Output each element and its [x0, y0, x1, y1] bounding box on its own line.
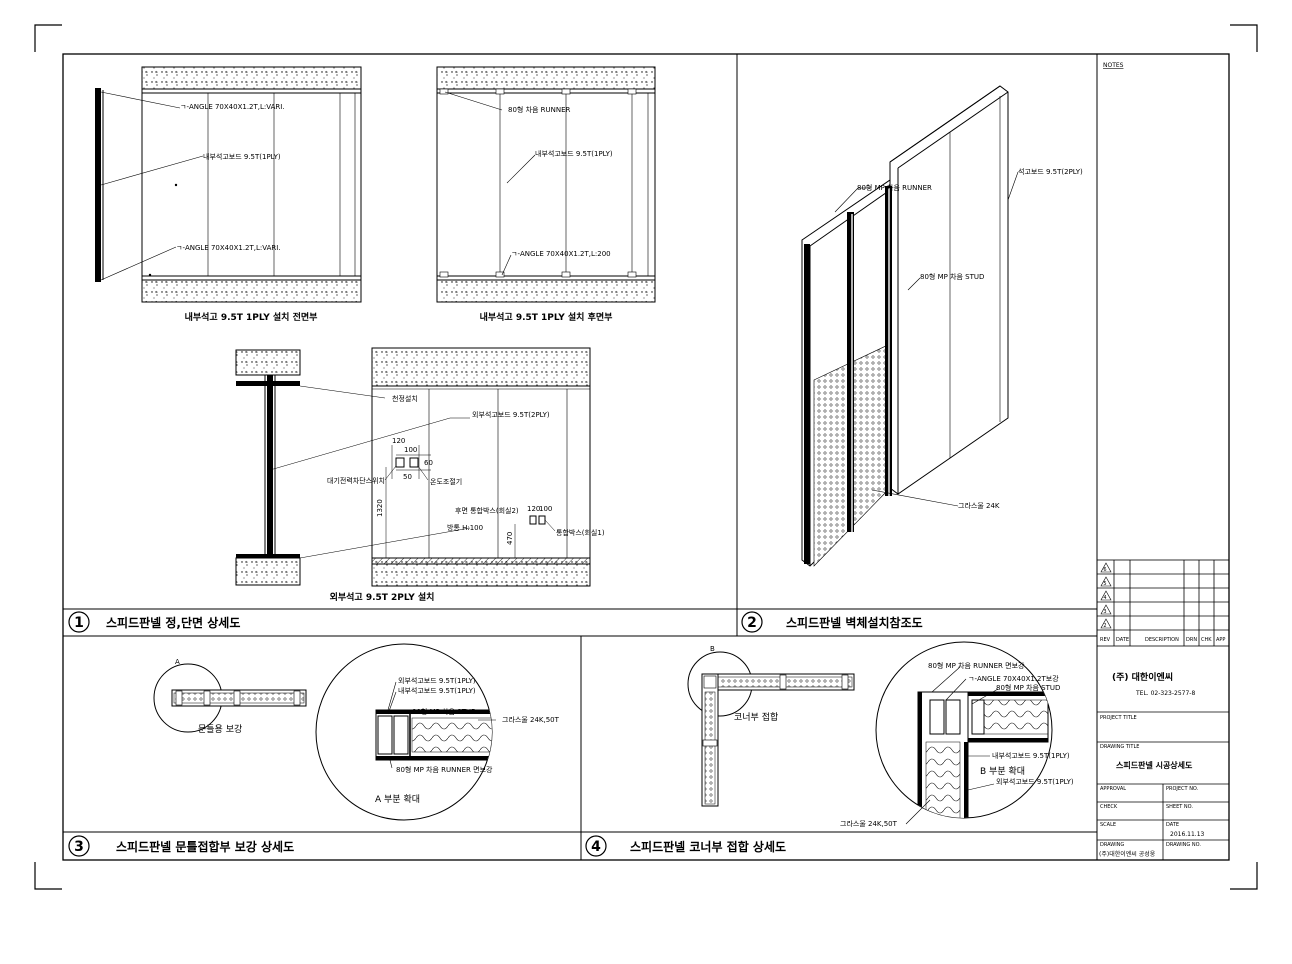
b-enlarge-label: B 부분 확대	[980, 765, 1025, 777]
rev-header-rev: REV	[1100, 637, 1111, 643]
panel2-number: 2	[747, 615, 757, 631]
title-block: NOTES 6 5	[1096, 62, 1230, 860]
rev-mark-3: 3	[1103, 609, 1106, 615]
panel4-number: 4	[591, 839, 601, 855]
panel1-number: 1	[74, 615, 84, 631]
corner-label: 코너부 접합	[734, 711, 778, 723]
baseboard-label: 방통 H:100	[447, 523, 483, 532]
iso-stud-label: 80형 MP 차음 STUD	[920, 272, 984, 281]
iso-glasswool-label: 그라스울 24K	[958, 501, 1000, 510]
project-no-label: PROJECT NO.	[1166, 786, 1199, 792]
panel2-title-bar: 2 스피드판넬 벽체설치참조도	[741, 611, 923, 633]
company-name: (주) 대한이엔씨	[1112, 671, 1173, 683]
b-stud-label: 80형 MP 차음 STUD	[996, 683, 1060, 692]
a-runner-label: 80형 MP 차음 RUNNER 면보강	[396, 765, 493, 774]
panel3-title: 스피드판넬 문틀접합부 보강 상세도	[116, 839, 294, 854]
panel4-title: 스피드판넬 코너부 접합 상세도	[630, 839, 786, 854]
back-runner-label: 80형 차음 RUNNER	[508, 105, 571, 114]
panel4-detail: B 코너부 접합	[687, 641, 1074, 828]
sensor-label: 대기전력차단스위치	[327, 476, 385, 485]
rear-box-label: 후면 통합박스(회실2)	[455, 506, 519, 515]
drawing-title: 스피드판넬 시공상세도	[1116, 760, 1193, 770]
back-caption: 내부석고 9.5T 1PLY 설치 후면부	[480, 311, 613, 323]
panel2-isometric: 80형 MP 차음 RUNNER 석고보드 9.5T(2PLY) 80형 MP …	[801, 85, 1083, 567]
a-int-board-label: 내부석고보드 9.5T(1PLY)	[398, 686, 476, 695]
ceiling-label: 천정설치	[392, 394, 418, 403]
back-board-label: 내부석고보드 9.5T(1PLY)	[535, 149, 613, 158]
notes-label: NOTES	[1103, 62, 1124, 69]
panel1-title: 스피드판넬 정,단면 상세도	[106, 615, 240, 630]
a-stud-label: 80형 MP 차음 STUD	[412, 707, 476, 716]
rev-header-drn: DRN	[1186, 637, 1197, 643]
b-ext-board-label: 외부석고보드 9.5T(1PLY)	[996, 777, 1074, 786]
project-title-label: PROJECT TITLE	[1100, 715, 1137, 721]
rev-mark-4: 4	[1103, 595, 1106, 601]
crop-marks	[34, 24, 1258, 890]
reinforce-label: 문틀용 보강	[198, 724, 242, 735]
sheet-frame	[62, 53, 1230, 861]
panel3-number: 3	[74, 839, 84, 855]
dim-100b: 100	[539, 505, 552, 513]
company-tel: TEL. 02-323-2577-8	[1135, 690, 1195, 697]
dim-60: 60	[424, 459, 433, 467]
date-label: DATE	[1166, 822, 1179, 828]
back-angle-label: ㄱ-ANGLE 70X40X1.2T,L:200	[511, 250, 611, 258]
scale-label: SCALE	[1100, 822, 1116, 828]
dim-120b: 120	[527, 505, 540, 513]
panel1-title-bar: 1 스피드판넬 정,단면 상세도	[68, 611, 240, 633]
a-glasswool-label: 그라스울 24K,50T	[502, 715, 560, 724]
b-runner-label: 80형 MP 차음 RUNNER 면보강	[928, 661, 1025, 670]
box-label: 통합박스(회실1)	[556, 528, 605, 537]
iso-board-label: 석고보드 9.5T(2PLY)	[1018, 167, 1083, 176]
drawing-no-label: DRAWING NO.	[1166, 842, 1201, 848]
panel1-section: 천정설치 외부석고보드 9.5T(2PLY) 대기전력차단스위치 온도조절기 후…	[235, 347, 605, 603]
b-int-board-label: 내부석고보드 9.5T(1PLY)	[992, 751, 1070, 760]
dim-50: 50	[403, 473, 412, 481]
panel1-back-elevation: 80형 차음 RUNNER 내부석고보드 9.5T(1PLY) ㄱ-ANGLE …	[436, 66, 656, 323]
panel3-title-bar: 3 스피드판넬 문틀접합부 보강 상세도	[68, 835, 294, 857]
a-enlarge-label: A 부분 확대	[375, 793, 420, 805]
front-angle-bottom-label: ㄱ-ANGLE 70X40X1.2T,L:VARI.	[176, 244, 281, 252]
rev-mark-2: 2	[1103, 623, 1106, 629]
panel3-detail: A 문틀용 보강 외부석고보드 9.5T	[153, 643, 560, 821]
drawn-by: (주)대한이엔씨 공성웅	[1099, 850, 1156, 858]
section-board-label: 외부석고보드 9.5T(2PLY)	[472, 410, 550, 419]
dim-470: 470	[506, 532, 514, 545]
a-ext-board-label: 외부석고보드 9.5T(1PLY)	[398, 676, 476, 685]
panel4-title-bar: 4 스피드판넬 코너부 접합 상세도	[585, 835, 786, 857]
check-label: CHECK	[1100, 804, 1118, 810]
b-angle-label: ㄱ-ANGLE 70X40X1.2T보강	[968, 674, 1059, 683]
rev-header-description: DESCRIPTION	[1145, 637, 1179, 643]
front-board-label: 내부석고보드 9.5T(1PLY)	[203, 152, 281, 161]
panel1-front-elevation: ㄱ-ANGLE 70X40X1.2T,L:VARI. 내부석고보드 9.5T(1…	[95, 66, 362, 323]
front-angle-top-label: ㄱ-ANGLE 70X40X1.2T,L:VARI.	[180, 103, 285, 111]
iso-runner-label: 80형 MP 차음 RUNNER	[857, 183, 932, 192]
section-caption: 외부석고 9.5T 2PLY 설치	[330, 591, 435, 603]
rev-mark-6: 6	[1103, 567, 1106, 573]
front-caption: 내부석고 9.5T 1PLY 설치 전면부	[185, 311, 318, 323]
panel2-title: 스피드판넬 벽체설치참조도	[786, 615, 923, 630]
panel4-marker: B	[710, 645, 715, 653]
drawing-title-label: DRAWING TITLE	[1100, 744, 1139, 750]
dim-1320: 1320	[376, 499, 384, 517]
rev-header-date: DATE	[1116, 637, 1129, 643]
rev-mark-5: 5	[1103, 581, 1106, 587]
rev-header-chk: CHK	[1201, 637, 1212, 643]
date-value: 2016.11.13	[1170, 831, 1205, 838]
rev-header-app: APP	[1216, 637, 1225, 643]
drawing-label: DRAWING	[1100, 842, 1124, 848]
dim-100: 100	[404, 446, 417, 454]
panel3-marker: A	[175, 658, 180, 666]
approval-label: APPROVAL	[1100, 786, 1126, 792]
thermo-label: 온도조절기	[430, 477, 462, 486]
b-glasswool-label: 그라스울 24K,50T	[840, 819, 898, 828]
dim-120: 120	[392, 437, 405, 445]
sheet-no-label: SHEET NO.	[1166, 804, 1193, 810]
